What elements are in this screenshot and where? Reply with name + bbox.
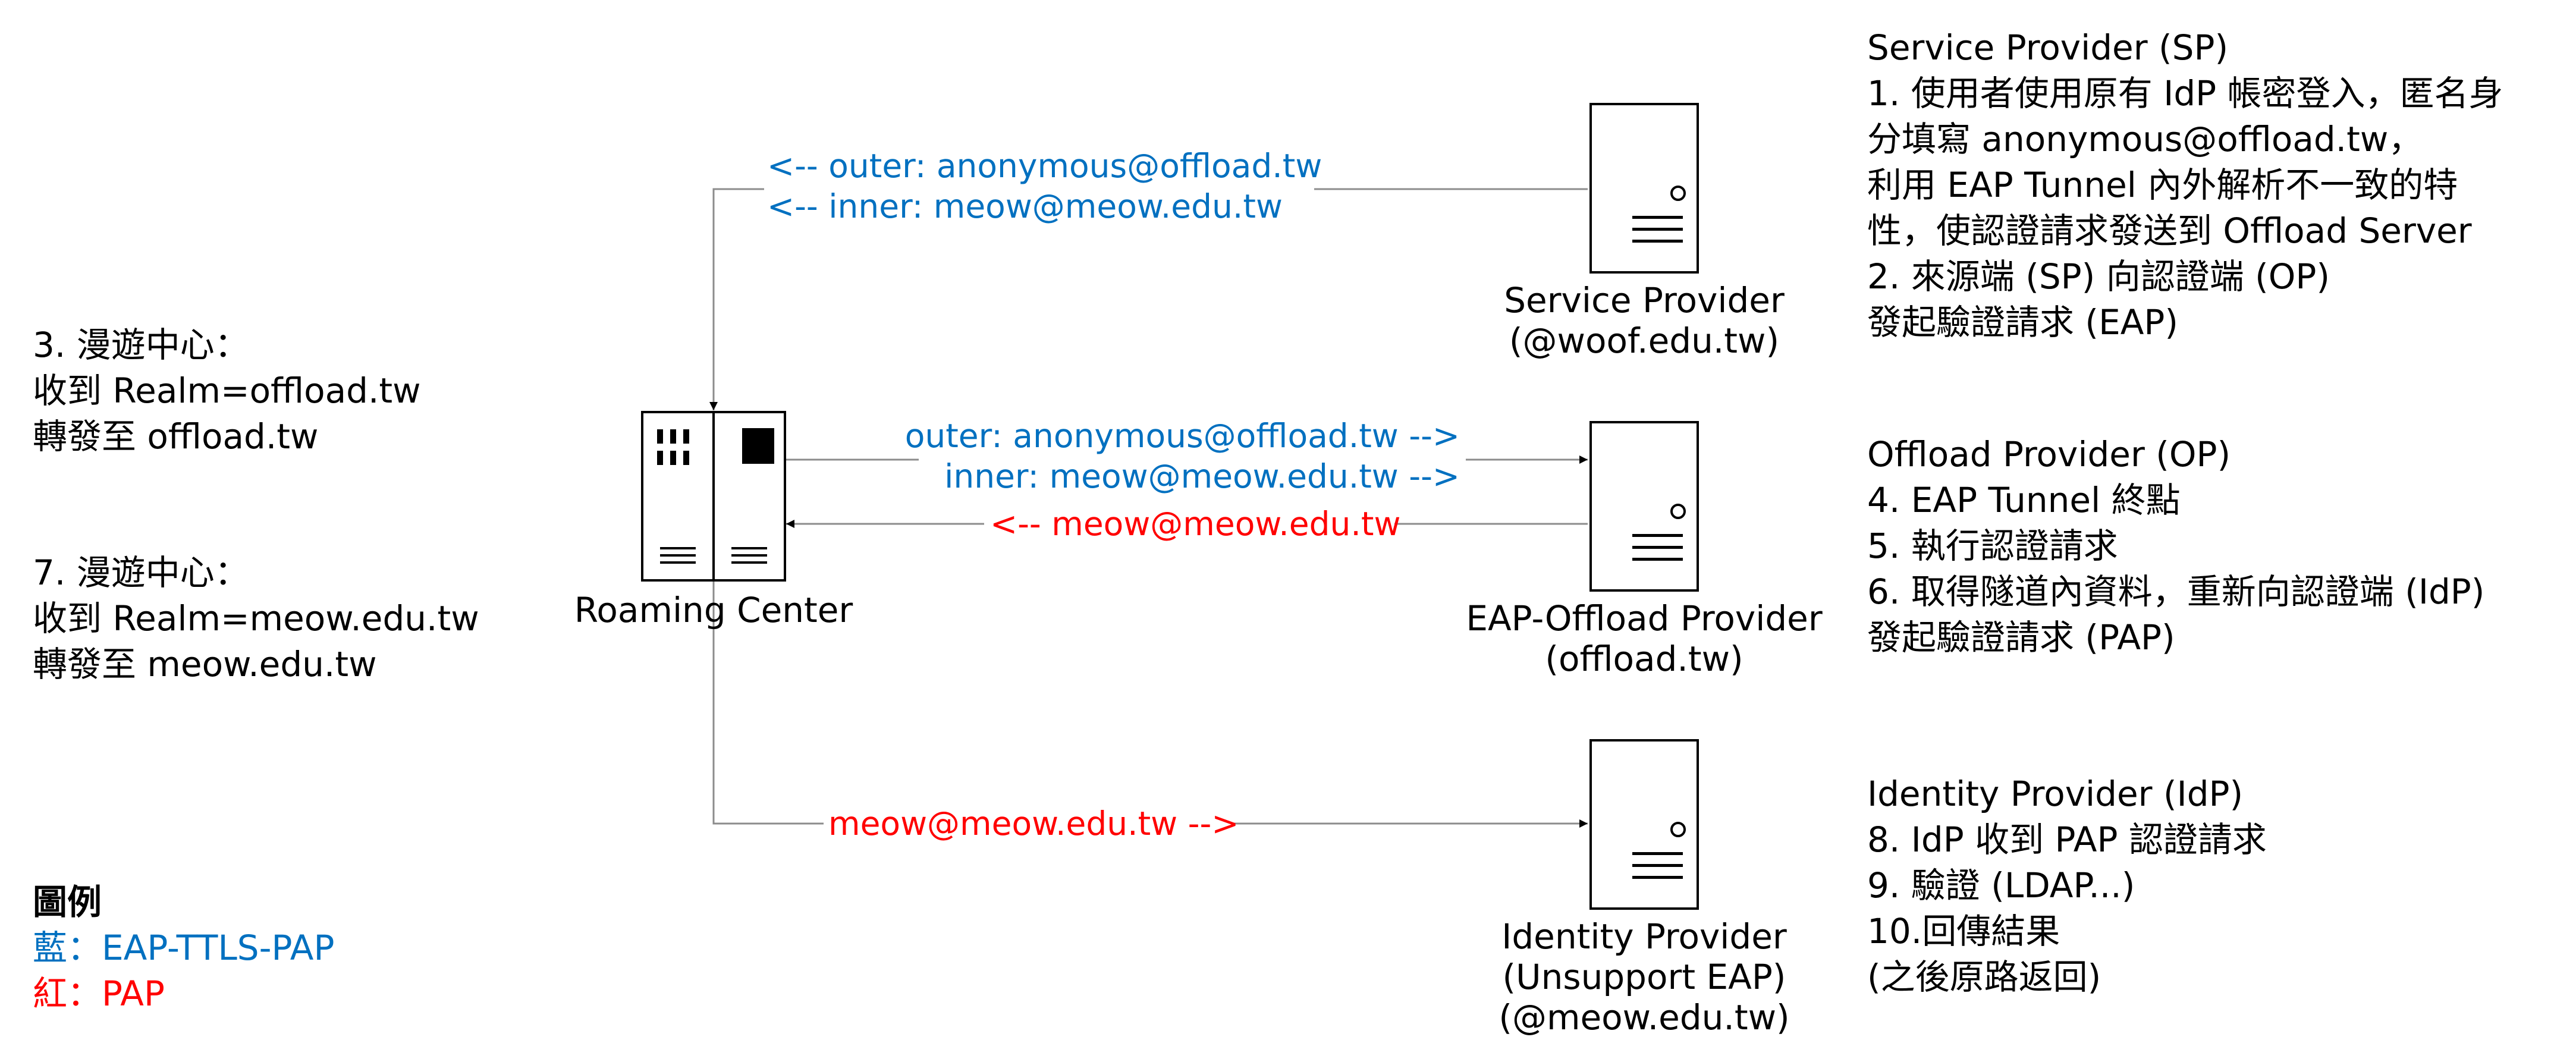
op-notes-line-3: 6. 取得隧道內資料，重新向認證端 (IdP)	[1867, 571, 2484, 612]
roaming-center-label: Roaming Center	[574, 590, 853, 630]
legend-red-label: 紅：	[33, 973, 102, 1014]
idp-notes-line-4: (之後原路返回)	[1867, 957, 2101, 997]
identity-provider-server-icon	[1589, 739, 1699, 910]
sp-notes-line-6: 發起驗證請求 (EAP)	[1867, 302, 2178, 343]
op-notes-line-4: 發起驗證請求 (PAP)	[1867, 617, 2175, 658]
service-provider-label: Service Provider	[1504, 280, 1785, 321]
idp-notes-title: Identity Provider (IdP)	[1867, 774, 2243, 814]
message-sp-outer-identity: <-- outer: anonymous@offload.tw	[767, 147, 1322, 185]
roaming-center-node: Roaming Center	[574, 411, 853, 630]
message-roaming-center-to-identity-provider: meow@meow.edu.tw -->	[824, 802, 1239, 844]
offload-provider-server-icon	[1589, 421, 1699, 592]
sp-notes-line-1: 1. 使用者使用原有 IdP 帳密登入，匿名身	[1867, 73, 2503, 114]
roaming-center-note-step-3: 3. 漫遊中心： 收到 Realm=offload.tw 轉發至 offload…	[33, 325, 421, 457]
idp-notes-line-1: 8. IdP 收到 PAP 認證請求	[1867, 819, 2267, 860]
identity-provider-notes: Identity Provider (IdP) 8. IdP 收到 PAP 認證…	[1867, 774, 2267, 997]
roaming-note-7-line-2: 收到 Realm=meow.edu.tw	[33, 598, 479, 639]
message-rc-outer-identity: outer: anonymous@offload.tw -->	[905, 417, 1460, 455]
message-rc-pap-identity: meow@meow.edu.tw -->	[828, 805, 1239, 843]
idp-notes-line-2: 9. 驗證 (LDAP...)	[1867, 865, 2135, 906]
op-notes-line-1: 4. EAP Tunnel 終點	[1867, 480, 2181, 520]
service-provider-node: Service Provider (@woof.edu.tw)	[1504, 103, 1785, 361]
sp-notes-title: Service Provider (SP)	[1867, 27, 2228, 68]
service-provider-realm: (@woof.edu.tw)	[1509, 321, 1779, 361]
connector-roaming-center-to-identity-provider	[712, 582, 1588, 828]
message-op-pap-identity: <-- meow@meow.edu.tw	[990, 505, 1400, 543]
legend-title: 圖例	[33, 882, 102, 922]
identity-provider-eap-note: (Unsupport EAP)	[1503, 957, 1786, 997]
message-offload-provider-to-roaming-center: <-- meow@meow.edu.tw	[984, 502, 1400, 545]
legend-blue-entry: 藍：EAP-TTLS-PAP	[33, 928, 334, 968]
offload-provider-node: EAP-Offload Provider (offload.tw)	[1466, 421, 1823, 679]
roaming-note-7-line-3: 轉發至 meow.edu.tw	[33, 644, 377, 684]
legend: 圖例 藍：EAP-TTLS-PAP 紅：PAP	[33, 882, 334, 1014]
roaming-note-3-line-3: 轉發至 offload.tw	[33, 416, 318, 457]
offload-provider-realm: (offload.tw)	[1545, 639, 1743, 679]
roaming-center-note-step-7: 7. 漫遊中心： 收到 Realm=meow.edu.tw 轉發至 meow.e…	[33, 552, 479, 684]
offload-provider-label: EAP-Offload Provider	[1466, 598, 1823, 639]
service-provider-notes: Service Provider (SP) 1. 使用者使用原有 IdP 帳密登…	[1867, 27, 2503, 343]
legend-blue-value: EAP-TTLS-PAP	[102, 928, 334, 968]
sp-notes-line-4: 性，使認證請求發送到 Offload Server	[1867, 210, 2472, 251]
message-roaming-center-to-offload-provider: outer: anonymous@offload.tw --> inner: m…	[905, 417, 1466, 501]
message-sp-to-roaming-center: <-- outer: anonymous@offload.tw <-- inne…	[764, 147, 1322, 231]
identity-provider-label: Identity Provider	[1501, 916, 1787, 957]
message-sp-inner-identity: <-- inner: meow@meow.edu.tw	[767, 187, 1283, 225]
identity-provider-realm: (@meow.edu.tw)	[1499, 997, 1789, 1038]
roaming-note-7-line-1: 7. 漫遊中心：	[33, 552, 249, 593]
idp-notes-line-3: 10.回傳結果	[1867, 911, 2060, 951]
roaming-note-3-line-2: 收到 Realm=offload.tw	[33, 370, 421, 411]
sp-notes-line-3: 利用 EAP Tunnel 內外解析不一致的特	[1867, 165, 2458, 205]
op-notes-line-2: 5. 執行認證請求	[1867, 526, 2118, 566]
identity-provider-node: Identity Provider (Unsupport EAP) (@meow…	[1499, 739, 1790, 1038]
message-rc-inner-identity: inner: meow@meow.edu.tw -->	[944, 457, 1460, 495]
service-provider-server-icon	[1589, 103, 1699, 274]
roaming-center-rack-icon	[641, 411, 786, 582]
legend-red-entry: 紅：PAP	[33, 973, 165, 1014]
legend-blue-label: 藍：	[33, 928, 102, 968]
legend-red-value: PAP	[102, 973, 165, 1014]
sp-notes-line-5: 2. 來源端 (SP) 向認證端 (OP)	[1867, 256, 2330, 297]
message-labels: <-- outer: anonymous@offload.tw <-- inne…	[764, 147, 1466, 844]
roaming-note-3-line-1: 3. 漫遊中心：	[33, 325, 249, 365]
op-notes-title: Offload Provider (OP)	[1867, 434, 2231, 475]
sp-notes-line-2: 分填寫 anonymous@offload.tw，	[1867, 119, 2423, 159]
offload-provider-notes: Offload Provider (OP) 4. EAP Tunnel 終點 5…	[1867, 434, 2484, 658]
